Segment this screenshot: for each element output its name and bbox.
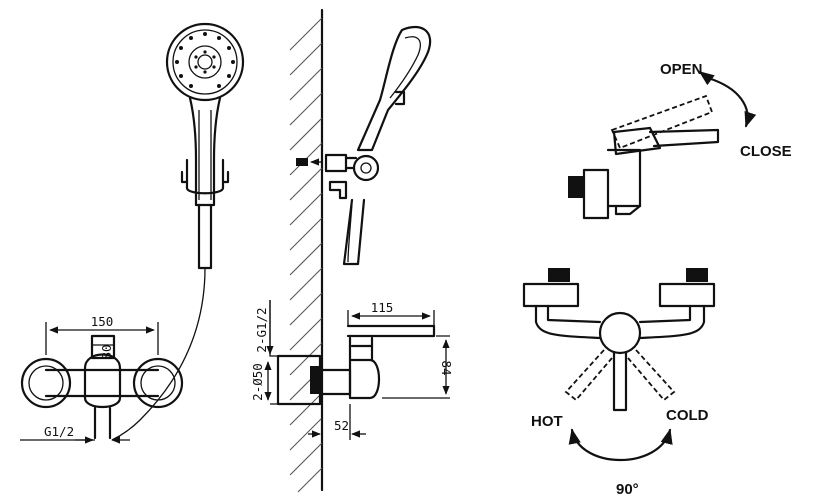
dim-side-depth: 115 — [371, 300, 394, 315]
dim-side-thread: 2-G1/2 — [254, 307, 269, 352]
label-hot: HOT — [531, 413, 563, 430]
dim-front-height: 80 — [99, 344, 114, 359]
mixer-front-view: 150 80 G1/2 — [20, 314, 184, 444]
label-angle: 90° — [616, 481, 639, 498]
dim-side-offset: 52 — [334, 418, 349, 433]
dim-front-thread: G1/2 — [44, 424, 74, 439]
hand-shower-front-view — [111, 22, 245, 441]
label-open: OPEN — [660, 61, 703, 78]
label-close: CLOSE — [740, 143, 792, 160]
hand-shower-side-view — [296, 25, 432, 266]
lever-open-close-view: OPEN CLOSE — [568, 61, 792, 220]
wall-section — [289, 8, 324, 493]
lever-hot-cold-view: HOT COLD 90° — [522, 268, 716, 498]
dim-side-flange: 2-Ø50 — [250, 363, 265, 401]
dim-front-width: 150 — [91, 314, 114, 329]
label-cold: COLD — [666, 407, 709, 424]
mixer-side-view: 115 2-G1/2 2-Ø50 84 52 — [250, 300, 454, 440]
dim-side-height: 84 — [439, 360, 454, 375]
